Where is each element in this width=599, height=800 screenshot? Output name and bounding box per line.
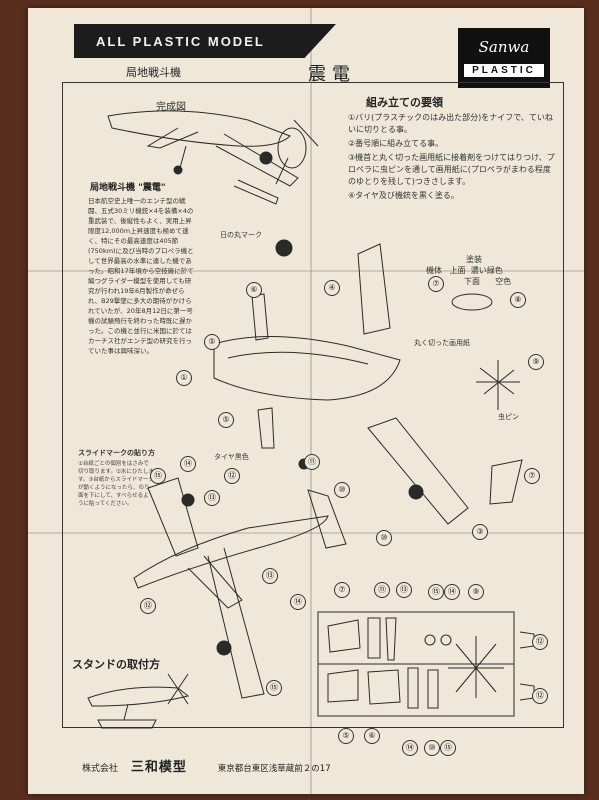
assembly-drawing (87, 110, 535, 729)
paint-body-label: 機体 (426, 266, 442, 275)
stand-drawing (87, 673, 190, 729)
steps-list: ①バリ(プラスチックのはみ出た部分)をナイフで、ていねいに切りとる事。 ②番号順… (348, 112, 556, 204)
logo-script: Sanwa (478, 38, 530, 56)
fold-line (28, 532, 584, 534)
paint-guide: 塗装 機体 上面 濃い緑色 下面 空色 (426, 254, 511, 287)
footer-address: 東京都台東区浅草蔵前２の17 (217, 764, 331, 774)
parts-sprue-drawing (317, 611, 535, 717)
part-number-marker: ⑫ (532, 634, 548, 650)
part-number-marker: ⑧ (510, 292, 526, 308)
part-number-marker: ⑤ (204, 334, 220, 350)
part-number-marker: ⑪ (304, 454, 320, 470)
banner: ALL PLASTIC MODEL (74, 24, 336, 58)
part-number-marker: ⑮ (428, 584, 444, 600)
part-number-marker: ⑮ (440, 740, 456, 756)
stand-title: スタンドの取付方 (72, 658, 160, 671)
part-number-marker: ⑫ (532, 688, 548, 704)
lower-aircraft-drawing (133, 458, 347, 699)
part-number-marker: ⑬ (396, 582, 412, 598)
part-number-marker: ⑩ (376, 530, 392, 546)
part-number-marker: ⑮ (150, 468, 166, 484)
paint-title: 塗装 (466, 255, 482, 264)
pin-label: 虫ピン (498, 413, 519, 421)
model-title: 震電 (308, 64, 356, 85)
paint-upper-label: 上面 (449, 266, 466, 275)
part-number-marker: ⑥ (364, 728, 380, 744)
part-number-marker: ⑭ (402, 740, 418, 756)
step-item: ④タイヤ及び機銃を黒く塗る。 (348, 191, 459, 200)
part-number-marker: ⑭ (180, 456, 196, 472)
part-number-marker: ⑥ (246, 282, 262, 298)
part-number-marker: ⑭ (444, 584, 460, 600)
part-number-marker: ⑪ (374, 582, 390, 598)
fold-line (310, 8, 312, 794)
part-number-marker: ⑨ (528, 354, 544, 370)
fold-line (28, 270, 584, 272)
steps-title: 組み立ての要領 (366, 96, 443, 109)
part-number-marker: ④ (324, 280, 340, 296)
part-number-marker: ⑬ (262, 568, 278, 584)
part-number-marker: ⑬ (204, 490, 220, 506)
slide-mark-title: スライドマークの貼り方 (78, 449, 155, 457)
sanwa-logo: Sanwa PLASTIC (458, 28, 550, 88)
tire-color-label: タイヤ黒色 (214, 453, 249, 461)
history-title: 局地戦斗機 "震電" (90, 183, 166, 193)
part-number-marker: ① (176, 370, 192, 386)
part-number-marker: ⑩ (334, 482, 350, 498)
history-text: 日本航空史上唯一のエンテ型の戦闘、五式30ミリ機銃×4を装備×4の重武装で、後縦… (88, 197, 194, 355)
part-number-marker: ⑦ (428, 276, 444, 292)
part-number-marker: ⑫ (140, 598, 156, 614)
step-item: ②番号順に組み立てる事。 (348, 139, 444, 148)
part-number-marker: ⑦ (334, 582, 350, 598)
part-number-marker: ⑫ (224, 468, 240, 484)
logo-word: PLASTIC (464, 64, 544, 77)
instruction-sheet: ALL PLASTIC MODEL Sanwa PLASTIC 局地戦斗機 震電… (28, 8, 584, 794)
part-number-marker: ⑩ (424, 740, 440, 756)
part-number-marker: ⑤ (338, 728, 354, 744)
part-number-marker: ⑭ (290, 594, 306, 610)
round-paper-label: 丸く切った画用紙 (414, 339, 470, 347)
part-number-marker: ③ (472, 524, 488, 540)
part-number-marker: ⑮ (266, 680, 282, 696)
slide-mark-text: ①台紙ごとの個別をはさみで切り取ります。②水にひたします。③台紙からスライドマー… (78, 461, 154, 507)
paint-lower-label: 下面 (464, 277, 480, 286)
part-number-marker: ⑦ (524, 468, 540, 484)
completed-label: 完成図 (156, 102, 186, 113)
sun-mark-label: 日の丸マーク (220, 231, 262, 239)
model-subtitle: 局地戦斗機 (126, 66, 181, 79)
step-item: ③機首と丸く切った画用紙に接着剤をつけてはりつけ、プロペラに虫ピンを通して画用紙… (348, 153, 555, 186)
footer-kabushiki: 株式会社 (82, 764, 119, 774)
part-number-marker: ⑤ (218, 412, 234, 428)
footer-company: 三和模型 (130, 760, 187, 775)
content-frame (62, 82, 564, 728)
paint-lower-color: 空色 (495, 277, 512, 286)
step-item: ①バリ(プラスチックのはみ出た部分)をナイフで、ていねいに切りとる事。 (348, 113, 553, 134)
fuselage-drawing (213, 239, 523, 525)
footer: 株式会社 三和模型 東京都台東区浅草蔵前２の17 (82, 756, 331, 775)
paint-upper-color: 濃い緑色 (470, 266, 503, 275)
completed-aircraft-drawing (107, 110, 319, 205)
part-number-marker: ⑨ (468, 584, 484, 600)
